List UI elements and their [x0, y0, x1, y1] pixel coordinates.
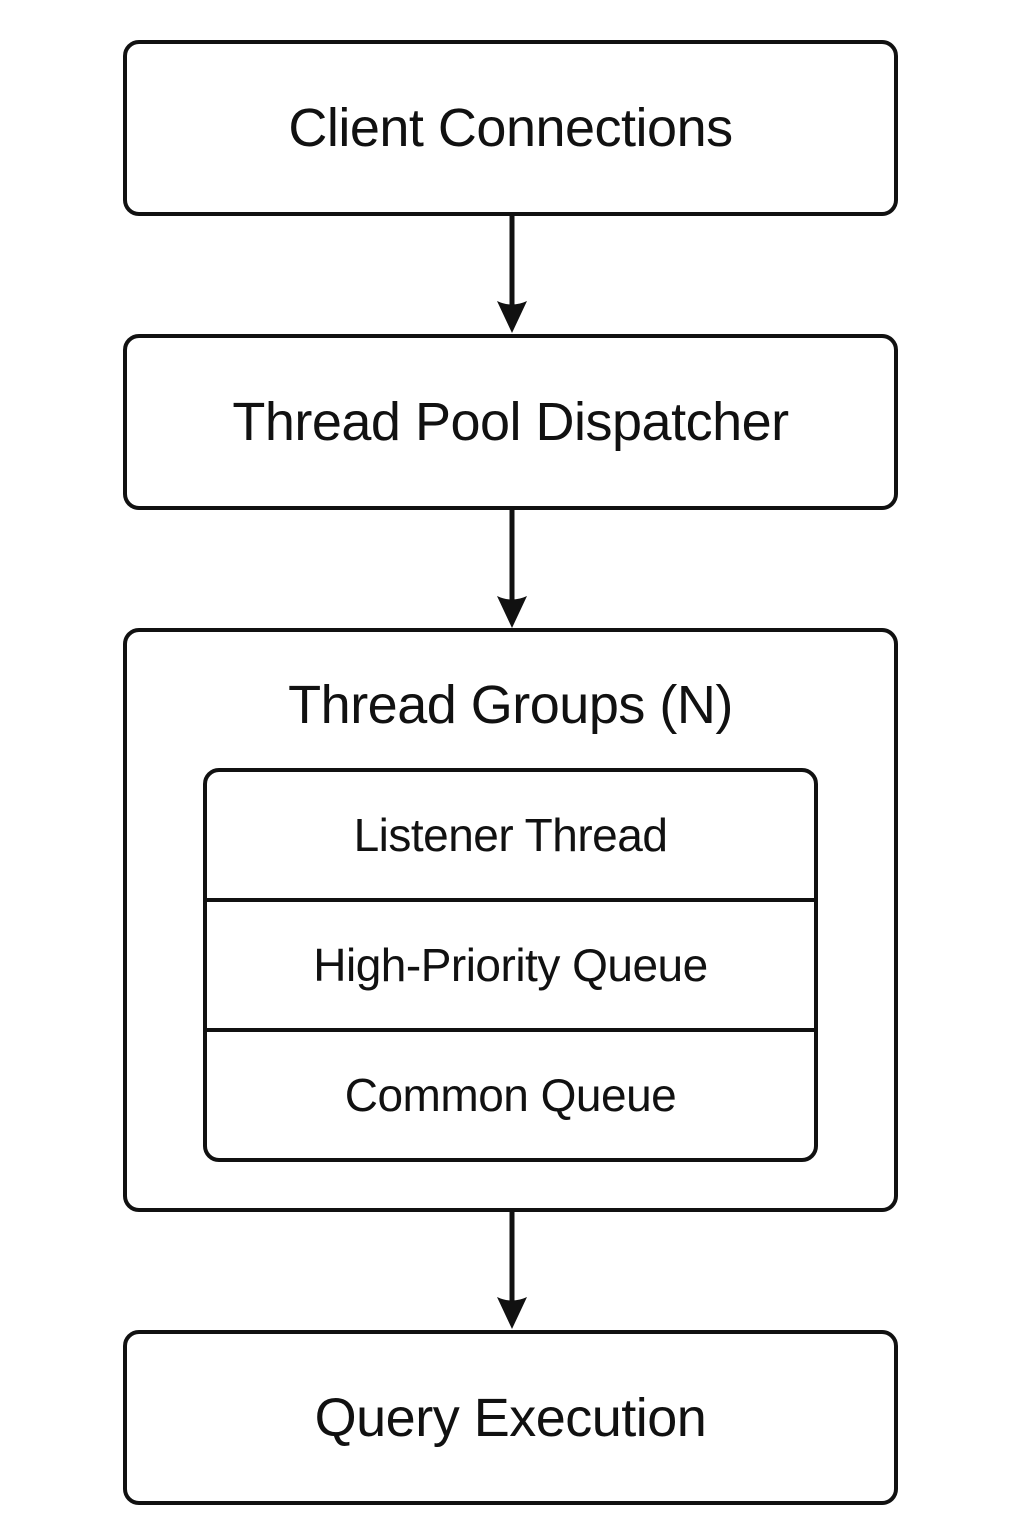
node-client-connections-label: Client Connections: [288, 98, 733, 158]
node-common-queue: Common Queue: [207, 1028, 814, 1158]
node-high-priority-queue: High-Priority Queue: [207, 898, 814, 1028]
arrow-down-icon: [497, 215, 527, 333]
node-client-connections: Client Connections: [123, 40, 898, 216]
arrow-down-icon: [497, 1211, 527, 1329]
node-thread-pool-dispatcher-label: Thread Pool Dispatcher: [232, 392, 789, 452]
node-query-execution-label: Query Execution: [314, 1387, 707, 1448]
node-common-queue-label: Common Queue: [344, 1069, 677, 1121]
arrow-client-to-dispatcher: [494, 215, 530, 333]
node-thread-pool-dispatcher: Thread Pool Dispatcher: [123, 334, 898, 510]
node-thread-groups: Thread Groups (N) Listener Thread High-P…: [123, 628, 898, 1212]
node-thread-groups-label: Thread Groups (N): [288, 675, 733, 735]
node-query-execution: Query Execution: [123, 1330, 898, 1505]
node-listener-thread: Listener Thread: [207, 772, 814, 898]
arrow-down-icon: [497, 510, 527, 628]
node-listener-thread-label: Listener Thread: [353, 809, 668, 861]
node-high-priority-queue-label: High-Priority Queue: [313, 939, 708, 991]
arrow-dispatcher-to-groups: [494, 510, 530, 628]
arrow-groups-to-query: [494, 1211, 530, 1329]
thread-groups-inner-stack: Listener Thread High-Priority Queue Comm…: [203, 768, 818, 1162]
